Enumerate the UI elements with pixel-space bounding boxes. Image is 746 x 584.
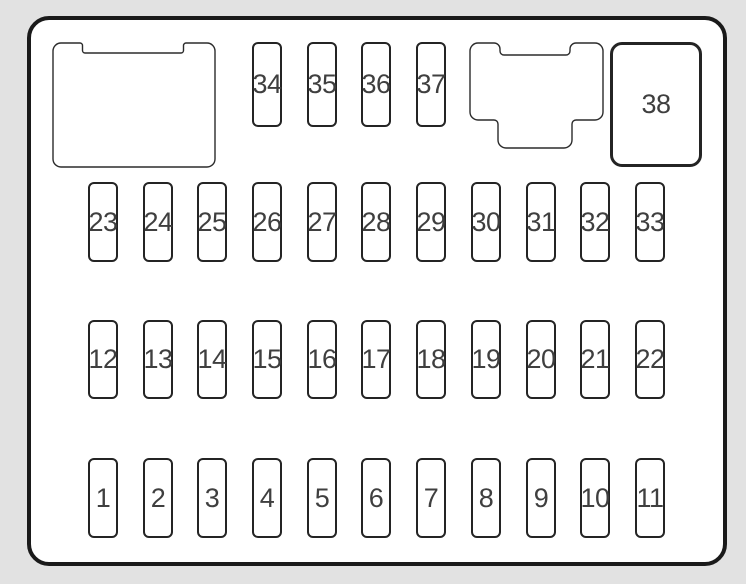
fuse-18: 18 [416,320,446,399]
fuse-36: 36 [361,42,391,127]
fuse-25: 25 [197,182,227,262]
relay-block-outline [52,42,216,168]
fuse-37: 37 [416,42,446,127]
fuse-2: 2 [143,458,173,538]
fuse-32: 32 [580,182,610,262]
fuse-3: 3 [197,458,227,538]
fuse-27: 27 [307,182,337,262]
fuse-35: 35 [307,42,337,127]
fuse-31: 31 [526,182,556,262]
fuse-30: 30 [471,182,501,262]
fuse-9: 9 [526,458,556,538]
fuse-12: 12 [88,320,118,399]
fuse-13: 13 [143,320,173,399]
fuse-29: 29 [416,182,446,262]
fuse-15: 15 [252,320,282,399]
fuse-28: 28 [361,182,391,262]
fuse-20: 20 [526,320,556,399]
fuse-7: 7 [416,458,446,538]
fuse-11: 11 [635,458,665,538]
fuse-4: 4 [252,458,282,538]
fuse-10: 10 [580,458,610,538]
fuse-24: 24 [143,182,173,262]
fuse-26: 26 [252,182,282,262]
fuse-14: 14 [197,320,227,399]
fuse-6: 6 [361,458,391,538]
fuse-17: 17 [361,320,391,399]
fuse-33: 33 [635,182,665,262]
fuse-8: 8 [471,458,501,538]
fuse-5: 5 [307,458,337,538]
fuse-38: 38 [610,42,702,167]
fuse-22: 22 [635,320,665,399]
fuse-1: 1 [88,458,118,538]
connector-socket-outline [469,42,604,149]
fuse-23: 23 [88,182,118,262]
fuse-19: 19 [471,320,501,399]
fuse-16: 16 [307,320,337,399]
fuse-21: 21 [580,320,610,399]
fuse-34: 34 [252,42,282,127]
